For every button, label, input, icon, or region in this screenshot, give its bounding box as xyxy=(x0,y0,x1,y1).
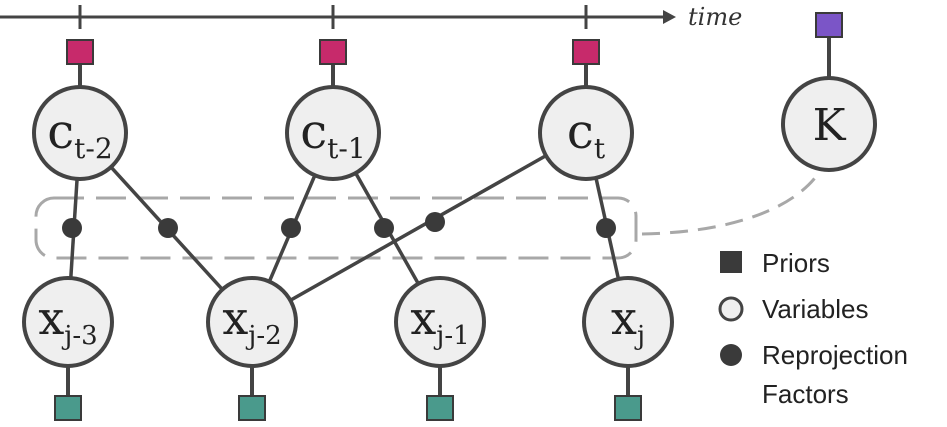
time-axis-arrow-icon xyxy=(663,10,676,24)
calibration-group-outline xyxy=(34,196,638,260)
factor-dot xyxy=(596,218,616,238)
point-node: xj-3 xyxy=(22,276,114,368)
factor-dot xyxy=(62,218,82,238)
camera-priors xyxy=(66,39,600,92)
edge-ct-xj2 xyxy=(251,131,587,324)
svg-text:xj-3: xj-3 xyxy=(38,291,97,351)
node-sub-label: j-1 xyxy=(433,321,469,351)
legend: Priors Variables Reprojection Factors xyxy=(718,248,908,409)
factor-dot xyxy=(281,218,301,238)
node-sub-label: t xyxy=(594,132,606,165)
node-sub-label: t-2 xyxy=(74,132,113,165)
node-sub-label: j xyxy=(634,321,645,351)
node-sub-label: j-3 xyxy=(61,321,97,351)
node-main-label: x xyxy=(222,291,248,345)
point-prior-box xyxy=(54,395,82,421)
time-axis: time xyxy=(0,3,742,31)
node-main-label: K xyxy=(813,100,847,151)
svg-text:ct-1: ct-1 xyxy=(300,104,365,165)
legend-prior-icon xyxy=(720,251,742,273)
point-prior-box xyxy=(426,395,454,421)
node-main-label: x xyxy=(611,291,637,345)
camera-node: ct-2 xyxy=(32,85,128,181)
svg-text:ct: ct xyxy=(567,104,606,165)
factor-dot xyxy=(425,212,445,232)
camera-node: ct xyxy=(538,85,634,181)
point-node: xj-2 xyxy=(206,276,298,368)
calibration-prior xyxy=(815,12,843,82)
legend-factor-icon xyxy=(720,344,742,366)
legend-factors-label-line2: Factors xyxy=(762,379,849,409)
point-node: xj xyxy=(582,276,674,368)
node-sub-label: j-2 xyxy=(245,321,281,351)
node-main-label: x xyxy=(410,291,436,345)
calibration-node: K xyxy=(781,76,877,172)
legend-factors-label-line1: Reprojection xyxy=(762,340,908,370)
point-priors xyxy=(54,364,642,421)
svg-text:ct-2: ct-2 xyxy=(47,104,112,165)
camera-prior-box xyxy=(572,39,600,65)
svg-text:xj-2: xj-2 xyxy=(222,291,281,351)
point-prior-box xyxy=(614,395,642,421)
camera-prior-box xyxy=(66,39,94,65)
time-axis-label: time xyxy=(688,3,742,31)
factor-dot xyxy=(374,218,394,238)
reprojection-factors xyxy=(62,212,616,238)
node-sub-label: t-1 xyxy=(327,132,366,165)
svg-text:xj-1: xj-1 xyxy=(410,291,469,351)
legend-variable-icon xyxy=(718,296,744,322)
node-main-label: x xyxy=(38,291,64,345)
calibration-prior-box xyxy=(815,12,843,38)
node-main-label: c xyxy=(567,104,594,160)
legend-variables-label: Variables xyxy=(762,294,868,324)
legend-priors-label: Priors xyxy=(762,248,830,278)
svg-text:xj: xj xyxy=(611,291,645,351)
calibration-link xyxy=(641,167,824,236)
factor-dot xyxy=(158,218,178,238)
point-node: xj-1 xyxy=(394,276,486,368)
camera-node: ct-1 xyxy=(285,85,381,181)
point-prior-box xyxy=(238,395,266,421)
camera-prior-box xyxy=(319,39,347,65)
node-main-label: c xyxy=(47,104,74,160)
node-main-label: c xyxy=(300,104,327,160)
